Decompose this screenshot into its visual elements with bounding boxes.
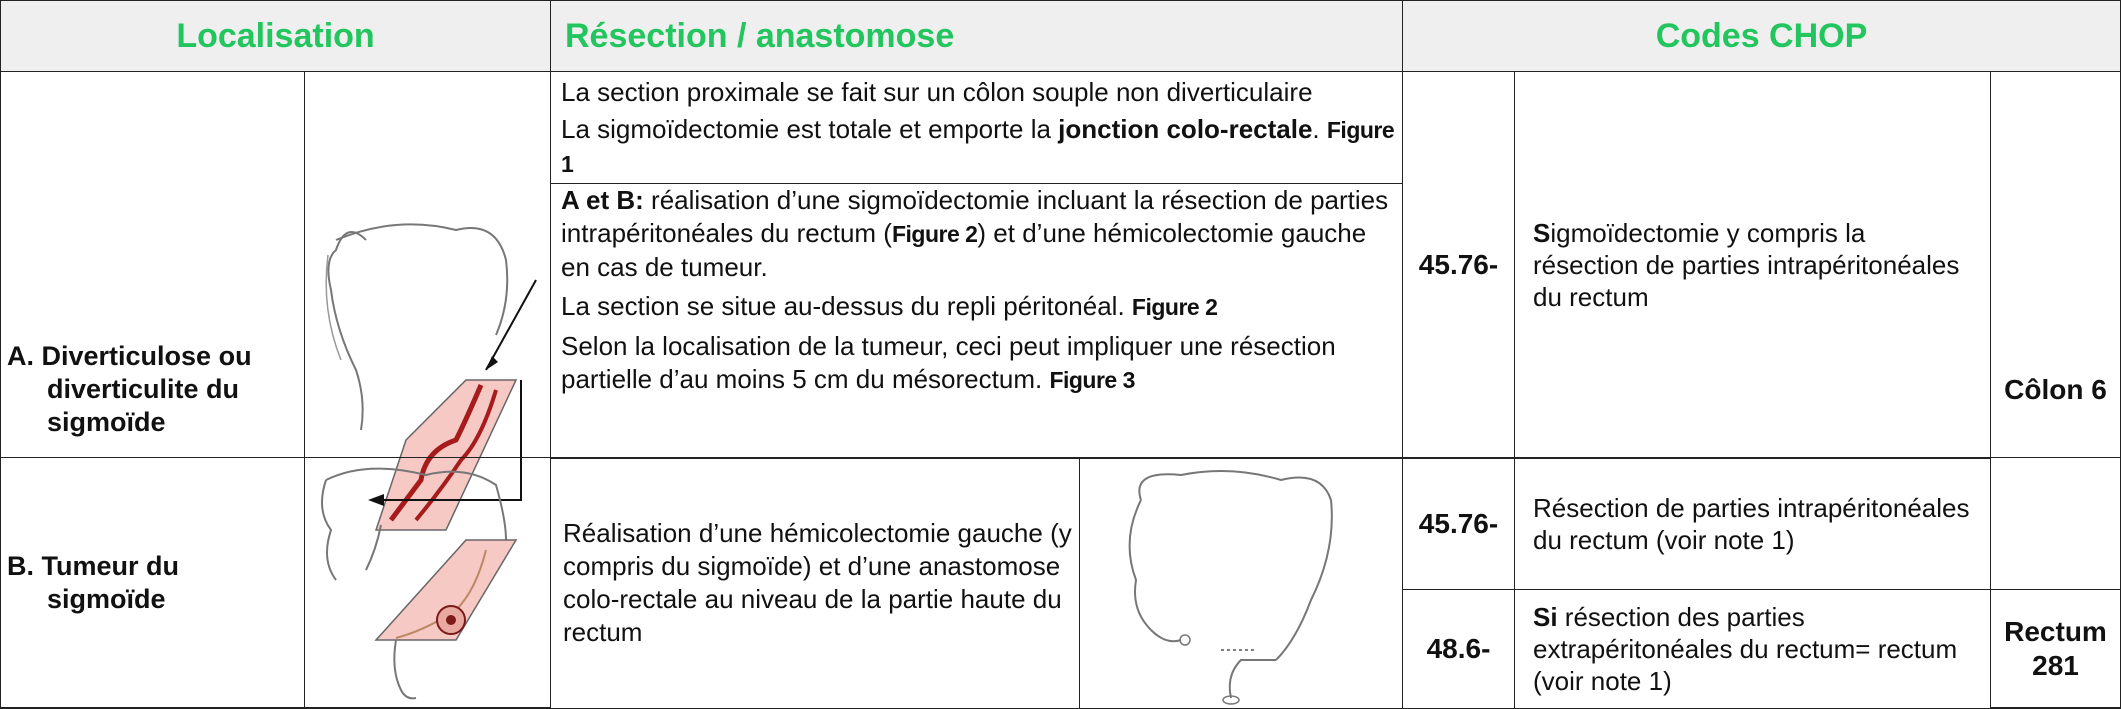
resection-a-p4: La section se situe au-dessus du repli p… [561,291,1218,321]
code-b1: 45.76- [1402,457,1515,590]
illustration-b2 [1079,457,1403,709]
colon-anastomosis-illustration-icon [1128,470,1333,705]
header-codes: Codes CHOP [1401,0,2121,72]
desc-a: Sigmoïdectomie y compris la résection de… [1514,71,1991,459]
chop-code-table-row-b: B. Tumeur du sigmoïde Réalisation d’une … [0,457,2121,709]
chapter-colon-continued [1990,457,2121,590]
code-b2: 48.6- [1402,589,1515,709]
header-resection: Résection / anastomose [550,0,1403,72]
resection-a-p2: La sigmoïdectomie est totale et emporte … [561,114,1395,177]
resection-b: Réalisation d’une hémicolectomie gauche … [550,457,1080,709]
chapter-rectum: Rectum 281 [1990,589,2121,709]
desc-b1: Résection de parties intrapéritonéales d… [1514,457,1991,590]
illustration-b [304,457,551,709]
desc-b2: Si résection des parties extrapéritonéal… [1514,589,1991,709]
resection-a-p1: La section proximale se fait sur un côlo… [561,77,1313,107]
code-a: 45.76- [1402,71,1515,459]
colon-tumor-illustration-icon [320,467,517,700]
header-localisation: Localisation [0,0,551,72]
resection-a: La section proximale se fait sur un côlo… [550,71,1403,459]
resection-a-p5: Selon la localisation de la tumeur, ceci… [561,331,1336,394]
resection-a-p3: A et B: réalisation d’une sigmoïdectomie… [551,183,1402,284]
localisation-b: B. Tumeur du sigmoïde [0,457,305,709]
